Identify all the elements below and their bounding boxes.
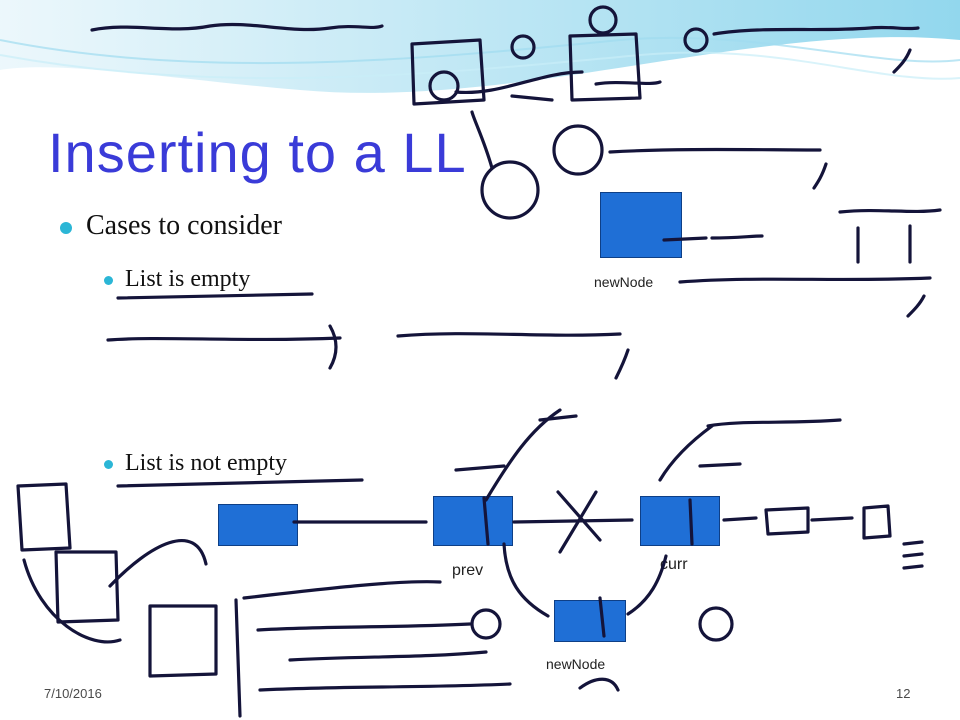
new-node-box-top — [600, 192, 682, 258]
bullet-dot-icon — [60, 221, 72, 234]
bullet-main-text: Cases to consider — [86, 210, 282, 241]
slide-title: Inserting to a LL — [48, 121, 467, 184]
curr-label: curr — [660, 556, 688, 573]
bullet-not-empty: List is not empty — [104, 450, 287, 477]
bullet-empty: List is empty — [104, 266, 250, 293]
bullet-dot-icon — [104, 459, 113, 469]
bullet-dot-icon — [104, 275, 113, 285]
footer-page-number: 12 — [896, 686, 911, 701]
bullet-empty-text: List is empty — [125, 266, 251, 292]
new-node-label-top: newNode — [594, 274, 654, 290]
footer-date: 7/10/2016 — [44, 686, 102, 701]
node-box-curr — [640, 496, 720, 546]
new-node-label-bottom: newNode — [546, 656, 606, 672]
new-node-box-bottom — [554, 600, 626, 642]
prev-label: prev — [452, 562, 484, 579]
bullet-not-empty-text: List is not empty — [125, 450, 287, 476]
node-box-prev — [433, 496, 513, 546]
node-box-head — [218, 504, 298, 546]
bullet-main: Cases to consider — [60, 210, 282, 242]
